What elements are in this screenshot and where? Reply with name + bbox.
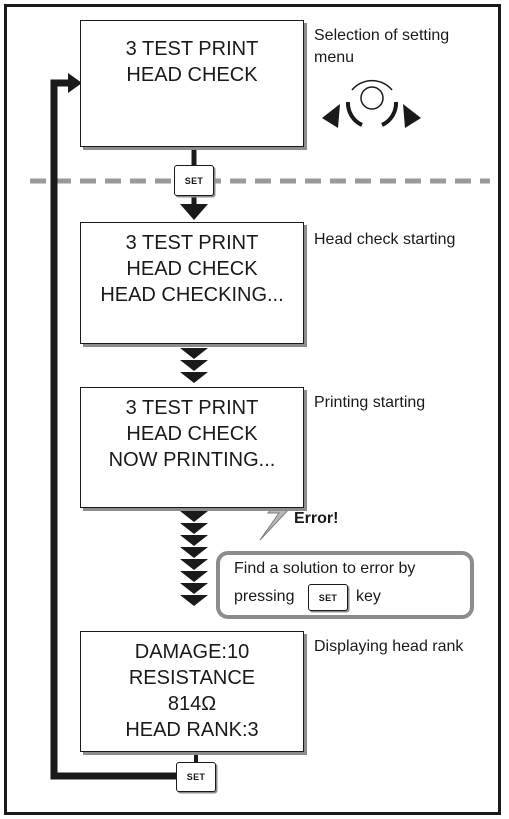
- set-key-label: SET: [184, 175, 204, 186]
- lcd-line: 814Ω: [167, 693, 217, 715]
- step-note-head-rank: Displaying head rank: [314, 638, 464, 655]
- lcd-line: HEAD CHECK: [126, 64, 258, 86]
- step-note-head-check: Head check starting: [314, 231, 456, 248]
- step-note-selection: Selection of setting menu: [314, 25, 449, 69]
- note-line: menu: [314, 49, 355, 66]
- lcd-line: DAMAGE:10: [134, 641, 250, 663]
- lcd-line: 3 TEST PRINT: [125, 397, 259, 419]
- set-key-button-bottom[interactable]: SET: [176, 762, 216, 792]
- return-loop-line: [50, 79, 198, 780]
- arrow-head-1: [180, 204, 208, 220]
- lcd-screen-head-rank: DAMAGE:10 RESISTANCE 814Ω HEAD RANK:3: [80, 631, 304, 752]
- lcd-screen-menu-selection: 3 TEST PRINT HEAD CHECK: [80, 20, 304, 147]
- lcd-line: NOW PRINTING...: [108, 449, 276, 471]
- lcd-line: HEAD RANK:3: [125, 719, 259, 741]
- lcd-line: HEAD CHECK: [126, 258, 258, 280]
- lcd-screen-now-printing: 3 TEST PRINT HEAD CHECK NOW PRINTING...: [80, 387, 304, 508]
- lcd-line: HEAD CHECK: [126, 423, 258, 445]
- progress-chevrons-2: [180, 511, 208, 606]
- diagram-frame: [4, 4, 501, 815]
- lcd-screen-head-checking: 3 TEST PRINT HEAD CHECK HEAD CHECKING...: [80, 222, 304, 344]
- lcd-line: 3 TEST PRINT: [125, 38, 259, 60]
- note-line: Selection of setting: [314, 27, 450, 44]
- lcd-line: 3 TEST PRINT: [125, 232, 259, 254]
- set-key-label: SET: [186, 772, 206, 782]
- set-key-label: SET: [318, 592, 338, 603]
- dial-knob-icon: [322, 79, 421, 128]
- error-message-line1: Find a solution to error by: [234, 560, 416, 577]
- error-label: Error!: [294, 510, 339, 527]
- return-arrow-head: [68, 73, 82, 93]
- progress-chevrons-1: [180, 348, 208, 383]
- lcd-line: HEAD CHECKING...: [100, 284, 284, 306]
- lcd-line: RESISTANCE: [128, 667, 256, 689]
- error-message-box: Find a solution to error by pressing SET…: [216, 551, 474, 619]
- error-message-pressing: pressing: [234, 588, 295, 605]
- set-key-button[interactable]: SET: [174, 165, 214, 196]
- error-set-key-button[interactable]: SET: [308, 584, 348, 611]
- step-note-printing: Printing starting: [314, 394, 426, 411]
- error-message-key: key: [356, 588, 381, 605]
